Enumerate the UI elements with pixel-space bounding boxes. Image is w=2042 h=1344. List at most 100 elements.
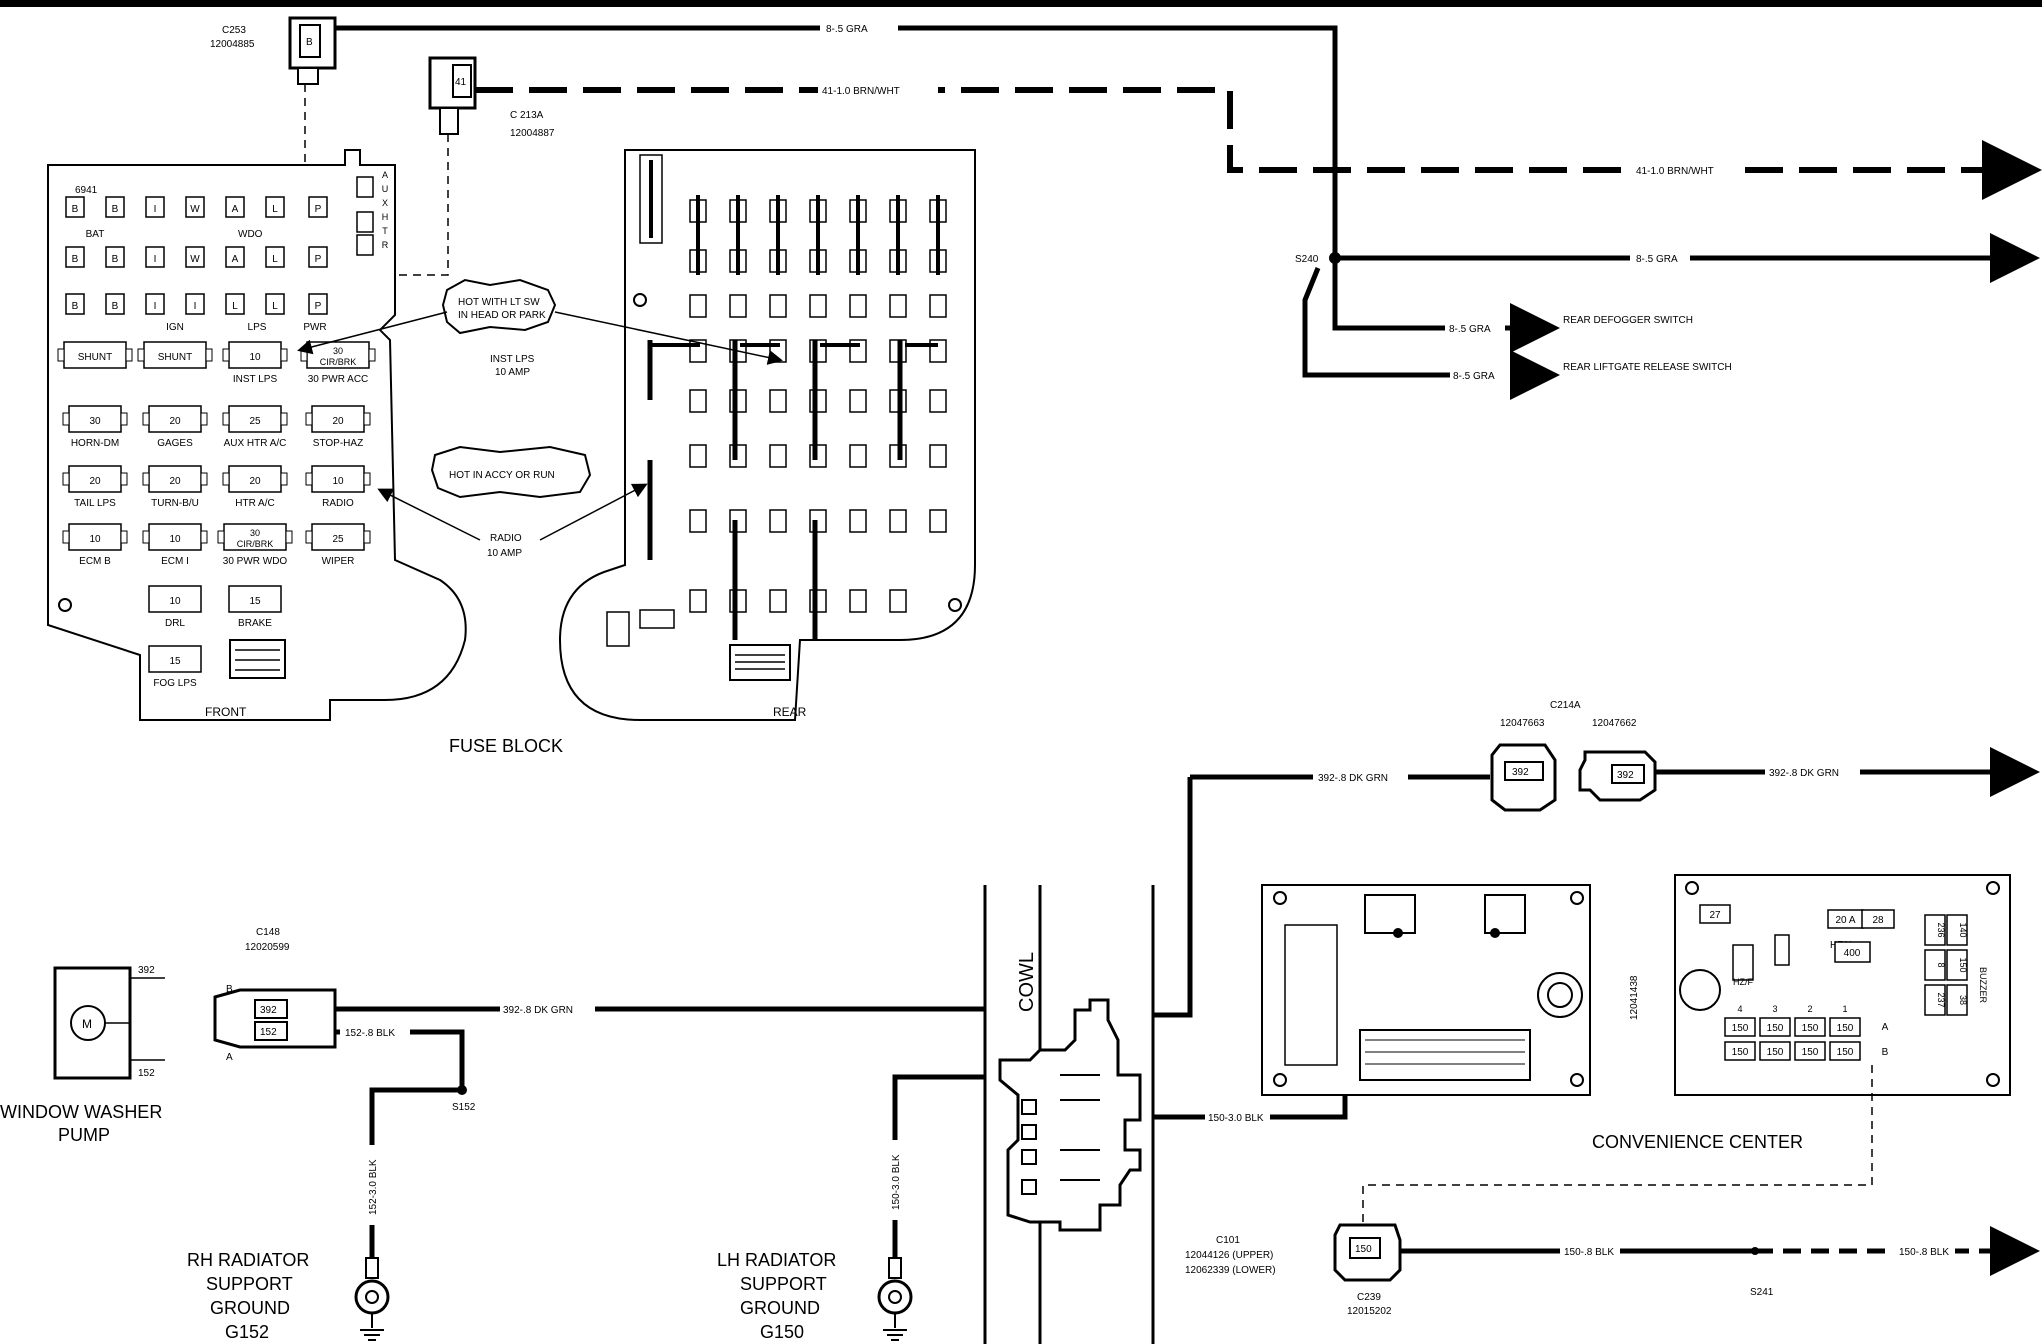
relay-socket (65, 196, 85, 218)
cc-fuse-150-label: 150 (1732, 1023, 1749, 1034)
cc-col-num: 3 (1772, 1004, 1777, 1014)
pwr-label: PWR (303, 322, 326, 333)
cc-side-label: 8 (1936, 962, 1946, 967)
callout-radio-amp: 10 AMP (487, 548, 522, 559)
cc-fuse-150-label: 150 (1767, 1023, 1784, 1034)
c101-label: C101 (1216, 1235, 1240, 1246)
fuse-value: 25 (249, 416, 261, 427)
c214a-pin-right: 392 (1617, 770, 1634, 781)
callout-radio: RADIO (490, 533, 522, 544)
fuse-rear-grid (639, 154, 947, 640)
cc-side-label: 237 (1936, 992, 1946, 1007)
relay-socket-label: B (72, 204, 79, 215)
aux-htr-letter: R (382, 240, 389, 250)
fuse-slot (306, 341, 370, 369)
c101-upper: 12044126 (UPPER) (1185, 1250, 1273, 1261)
relay-socket (225, 246, 245, 268)
cc-side-label: 140 (1958, 922, 1968, 937)
rear-terminal (889, 509, 907, 533)
c253-label: C253 (222, 25, 246, 36)
rear-terminal (809, 294, 827, 318)
fuse-value: 15 (169, 656, 181, 667)
cc-cell-label: 28 (1872, 915, 1884, 926)
cc-fuse-150-label: 150 (1802, 1023, 1819, 1034)
relay-socket-label: P (315, 254, 322, 265)
rear-terminal (769, 389, 787, 413)
fuse-value: 30 (89, 416, 101, 427)
fuse-label: WIPER (322, 556, 355, 567)
aux-htr-letter: X (382, 198, 388, 208)
relay-socket-label: A (232, 204, 239, 215)
cc-fuse-150-label: 150 (1732, 1047, 1749, 1058)
rear-terminal (729, 589, 747, 613)
cc-side-cell (1924, 949, 1946, 981)
fuse-value: 15 (249, 596, 261, 607)
relay-socket-label: I (154, 204, 157, 215)
callout-hot-lt-sw-line2: IN HEAD OR PARK (458, 310, 546, 321)
rear-terminal (769, 509, 787, 533)
splice-s241-label: S241 (1750, 1287, 1774, 1298)
cc-side-cell (1946, 949, 1968, 981)
cc-side-cell (1924, 984, 1946, 1016)
aux-htr-letter: U (382, 184, 389, 194)
fuse-slot (148, 645, 202, 673)
rear-terminal (889, 589, 907, 613)
connector-c239: 150 C239 12015202 (1333, 1223, 1402, 1317)
relay-socket-label: L (232, 301, 238, 312)
fuse-slot (148, 585, 202, 613)
aux-htr-letter: T (382, 226, 388, 236)
washer-pin-bottom: 152 (138, 1068, 155, 1079)
relay-socket-label: B (112, 254, 119, 265)
wire-152-blk-label: 152-.8 BLK (345, 1028, 395, 1039)
fuse-value: 20 (332, 416, 344, 427)
fuse-label: AUX HTR A/C (224, 438, 287, 449)
relay-socket-label: L (272, 301, 278, 312)
fuse-label: DRL (165, 618, 185, 629)
connector-c148: 392 152 B A C148 12020599 (213, 927, 337, 1063)
rh-ground-line4: G152 (225, 1322, 269, 1342)
relay-socket (308, 293, 328, 315)
c213a-label: C 213A (510, 110, 544, 121)
fuse-slot (228, 585, 282, 613)
rear-terminal (729, 509, 747, 533)
relay-socket (265, 246, 285, 268)
cc-fuse-150-label: 150 (1837, 1023, 1854, 1034)
relay-socket-label: B (72, 254, 79, 265)
c253-pin: B (306, 37, 313, 48)
fuse-block-front: 6941 (47, 149, 467, 721)
rear-terminal (729, 294, 747, 318)
relay-socket-label: B (72, 301, 79, 312)
rear-terminal (929, 444, 947, 468)
wire-lh-ground (892, 1074, 985, 1260)
cc-cell (1699, 904, 1731, 924)
fuse-label: STOP-HAZ (313, 438, 363, 449)
c214a-part-left: 12047663 (1500, 718, 1545, 729)
fuse-label: HTR A/C (235, 498, 274, 509)
cc-cell (1861, 909, 1895, 929)
c148-pin-b: B (226, 984, 233, 995)
rh-ground-line1: RH RADIATOR (187, 1250, 309, 1270)
callout-hot-accy-text: HOT IN ACCY OR RUN (449, 470, 555, 481)
fuse-label: TURN-B/U (151, 498, 199, 509)
fuse-slot (68, 405, 122, 433)
fuse-label: 30 PWR WDO (223, 556, 288, 567)
relay-socket-label: P (315, 301, 322, 312)
relay-socket (185, 246, 205, 268)
rear-terminal (729, 389, 747, 413)
relay-socket (308, 196, 328, 218)
c148-label: C148 (256, 927, 280, 938)
cc-col-num: 2 (1807, 1004, 1812, 1014)
rear-terminal (849, 444, 867, 468)
cowl-label: COWL (1016, 952, 1038, 1012)
fuse-value: 25 (332, 534, 344, 545)
relay-socket-label: I (154, 254, 157, 265)
fuse-slot (143, 341, 207, 369)
c213a-pin: 41 (455, 77, 467, 88)
bat-label: BAT (86, 229, 105, 240)
relay-socket-label: A (232, 254, 239, 265)
relay-socket-label: W (190, 254, 200, 265)
wdo-label: WDO (238, 229, 263, 240)
washer-label-line1: WINDOW WASHER (0, 1102, 162, 1122)
fuse-value: 20 (169, 416, 181, 427)
